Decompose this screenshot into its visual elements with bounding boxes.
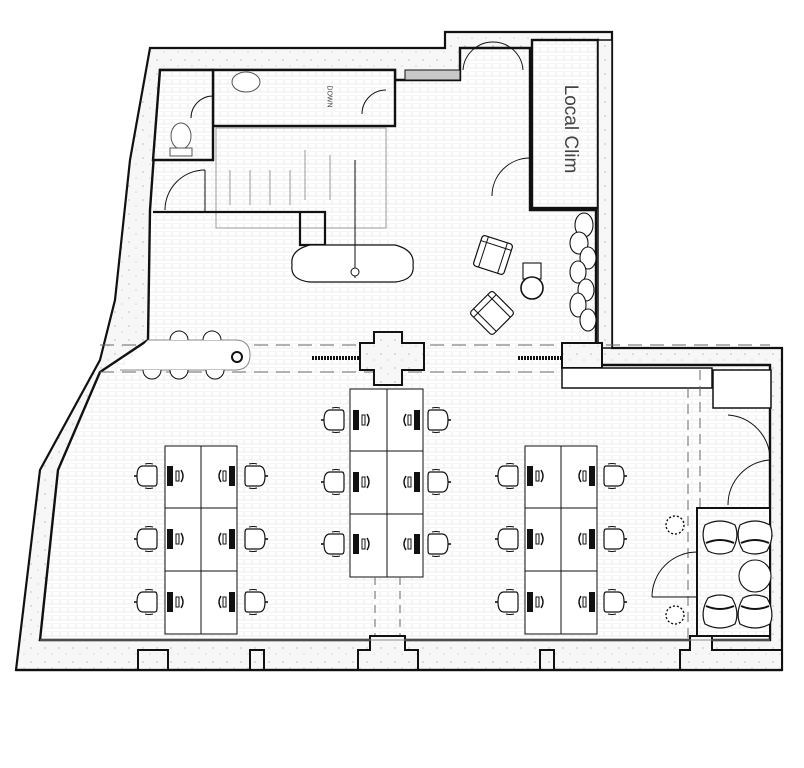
desk-cluster-center — [320, 388, 452, 578]
desk-cluster-right — [494, 445, 628, 635]
hvac-room-label: Local Clim — [560, 84, 581, 174]
restroom-wc — [151, 68, 215, 162]
hvac-room — [530, 38, 600, 210]
desk-cluster-left — [133, 445, 269, 635]
stair-down-label: DOWN — [325, 85, 333, 108]
column-center — [359, 331, 425, 386]
